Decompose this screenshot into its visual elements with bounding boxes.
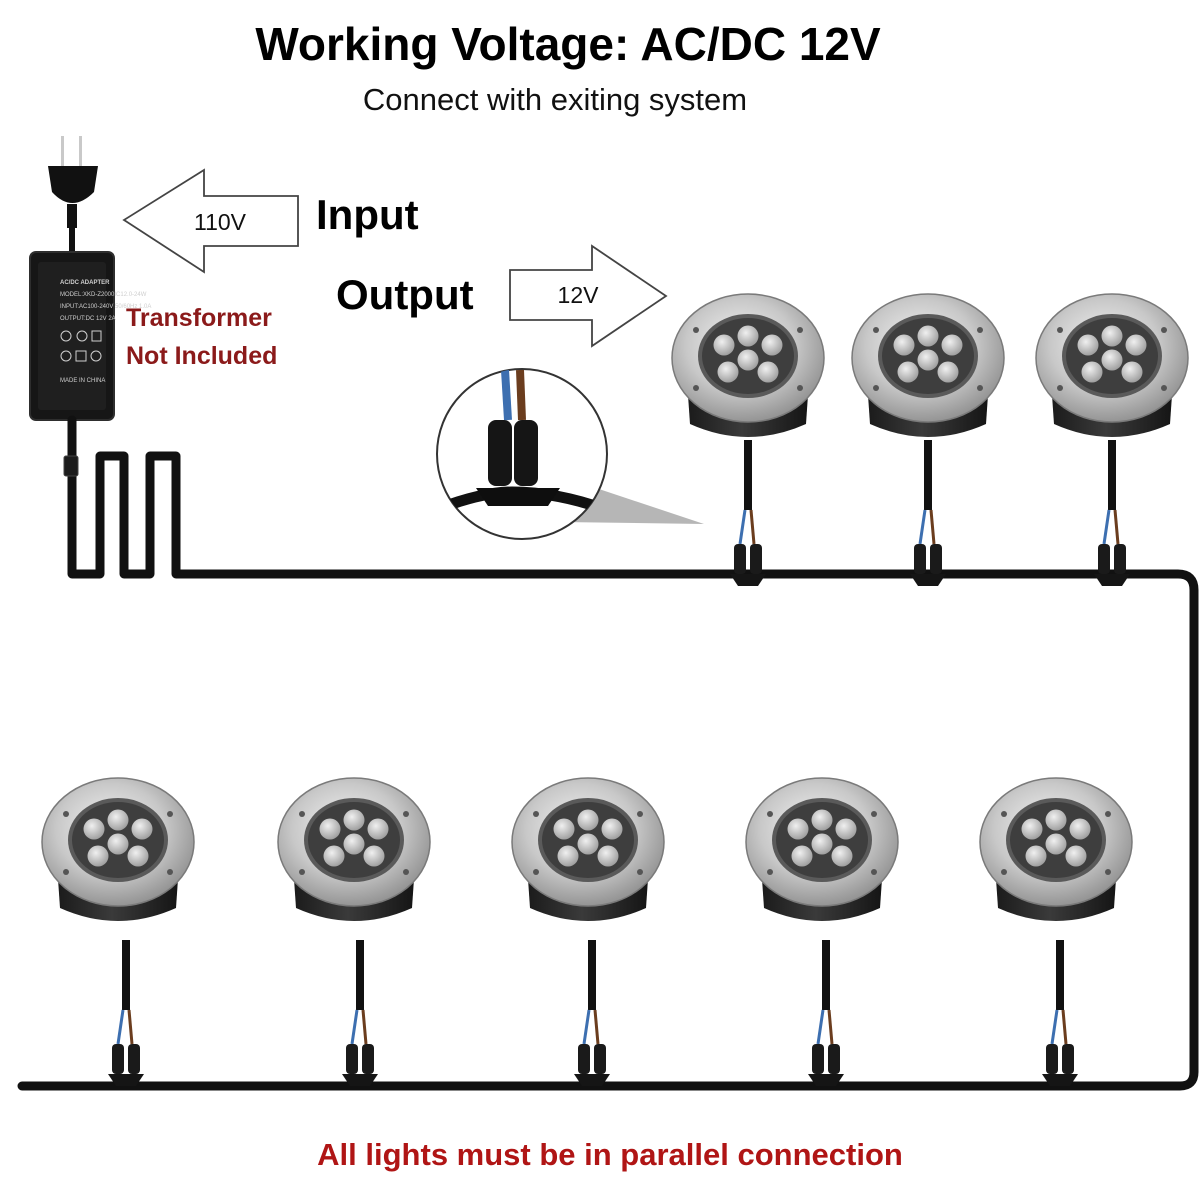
- transformer-note-line-1: Transformer: [126, 304, 272, 332]
- transformer-note-line-2: Not Included: [126, 342, 277, 370]
- adapter-label-line-2: MODEL:XKD-Z2000IC12.0-24W: [60, 292, 147, 298]
- power-plug-icon: [48, 136, 98, 254]
- lamp-bottom-1: [41, 777, 195, 1088]
- lamp-bottom-2: [277, 777, 431, 1088]
- adapter-label-line-3: INPUT:AC100-240V 50/60Hz 1.0A: [60, 304, 151, 310]
- in-ground-led-light-icon: [851, 293, 1005, 438]
- in-ground-led-light-icon: [41, 777, 195, 922]
- waterproof-connector-icon: [1040, 938, 1080, 1088]
- waterproof-connector-icon: [572, 938, 612, 1088]
- in-ground-led-light-icon: [671, 293, 825, 438]
- input-voltage-label: 110V: [194, 209, 247, 235]
- output-arrow: 12V: [509, 244, 668, 348]
- connector-zoom-inset: [436, 368, 704, 540]
- adapter-label-line-5: MADE IN CHINA: [60, 378, 105, 384]
- power-adapter-icon: AC/DC ADAPTER MODEL:XKD-Z2000IC12.0-24W …: [29, 251, 151, 421]
- lamp-top-3: [1035, 293, 1189, 588]
- in-ground-led-light-icon: [277, 777, 431, 922]
- in-ground-led-light-icon: [1035, 293, 1189, 438]
- lamp-bottom-5: [979, 777, 1133, 1088]
- waterproof-connector-icon: [106, 938, 146, 1088]
- page-title: Working Voltage: AC/DC 12V: [255, 18, 881, 70]
- waterproof-connector-icon: [806, 938, 846, 1088]
- waterproof-connector-icon: [1092, 438, 1132, 588]
- cable-switch: [63, 455, 79, 477]
- in-ground-led-light-icon: [745, 777, 899, 922]
- in-ground-led-light-icon: [511, 777, 665, 922]
- lamp-bottom-3: [511, 777, 665, 1088]
- waterproof-connector-icon: [728, 438, 768, 588]
- adapter-output-cable: [17, 415, 1199, 1091]
- lamp-top-1: [671, 293, 825, 588]
- waterproof-connector-icon: [908, 438, 948, 588]
- lamp-bottom-4: [745, 777, 899, 1088]
- parallel-connection-note: All lights must be in parallel connectio…: [317, 1137, 903, 1172]
- adapter-label-line-4: OUTPUT:DC 12V 2A: [60, 316, 116, 322]
- input-arrow: 110V: [122, 168, 299, 274]
- output-label: Output: [336, 271, 474, 318]
- in-ground-led-light-icon: [979, 777, 1133, 922]
- adapter-label-line-1: AC/DC ADAPTER: [60, 280, 110, 286]
- lamp-top-2: [851, 293, 1005, 588]
- waterproof-connector-icon: [340, 938, 380, 1088]
- output-voltage-label: 12V: [558, 282, 600, 308]
- page-subtitle: Connect with exiting system: [363, 82, 747, 117]
- input-label: Input: [316, 191, 419, 238]
